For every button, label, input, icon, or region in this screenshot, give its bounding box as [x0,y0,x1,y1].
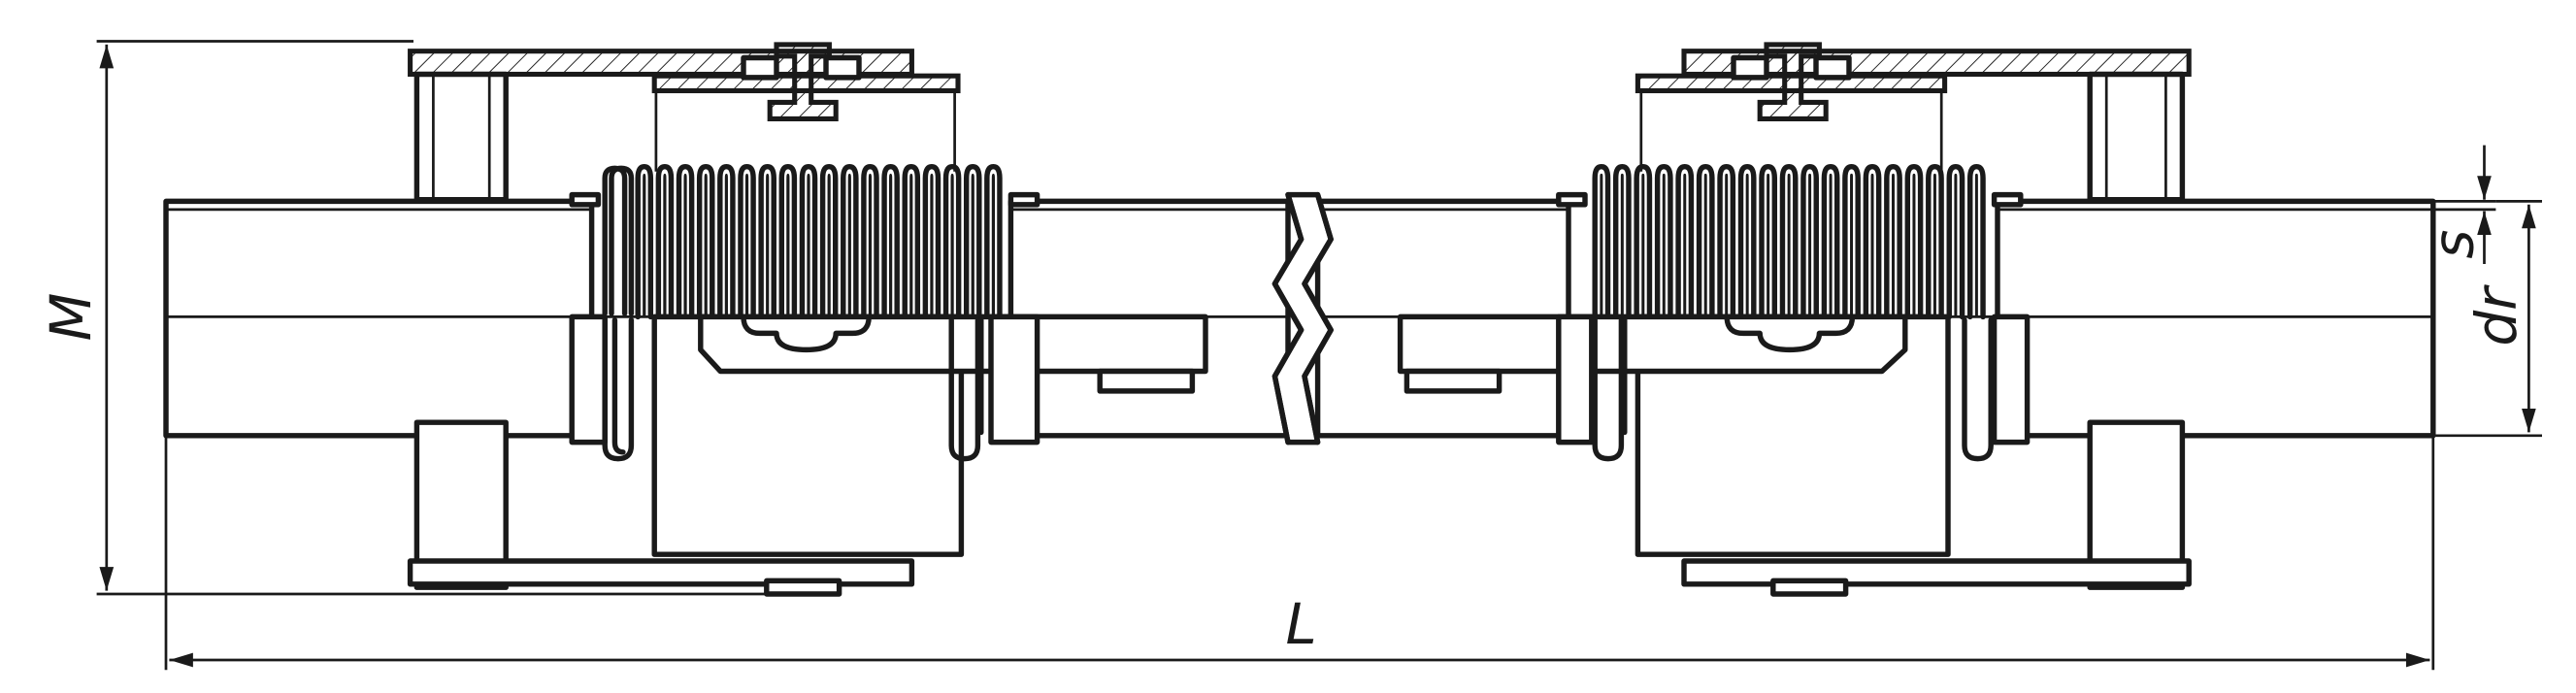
bellows-convolution [1863,163,1882,320]
left-pipe [163,198,595,439]
bellows-convolution [922,163,941,320]
bellows-convolution [984,163,1003,320]
bellows-convolution [717,163,736,320]
bellows-convolution [881,163,900,320]
right-bellows-convolutions [1592,163,1986,320]
bellows-convolution [1842,163,1861,320]
bellows-convolution [799,163,818,320]
right-pipe [1995,198,2436,439]
bellows-convolution [1634,163,1653,320]
bellows-convolution [1654,163,1673,320]
left-t-bolt [767,42,839,121]
right-support-column [2087,71,2186,203]
bellows-convolution [902,163,921,320]
bellows-convolution [841,163,859,320]
bellows-convolution [942,163,962,320]
bellows-convolution [1696,163,1715,320]
bellows-convolution [1926,163,1944,320]
bellows-convolution [1904,163,1924,320]
dimension-label-s: s [2421,230,2487,259]
bellows-convolution [1800,163,1819,320]
dimension-l: L [164,437,2435,671]
left-bellows [602,165,635,316]
dimension-s: s [2421,145,2496,264]
bellows-convolution [1612,163,1632,320]
bellows-convolution [758,163,776,320]
dimension-label-dr: dr [2463,284,2529,346]
bellows-convolution [819,163,839,320]
bellows-convolution [1759,163,1778,320]
bellows-convolution [1592,163,1611,320]
right-t-bolt [1757,42,1829,121]
bellows-convolution [1884,163,1902,320]
pipe-body [163,191,2436,446]
bellows-convolution [778,163,798,320]
bellows-convolution [1737,163,1757,320]
left-support-column [413,71,509,203]
bellows-convolution [1946,163,1965,320]
bellows-convolution [635,163,654,320]
bellows-convolution [1779,163,1799,320]
dimension-label-m: M [38,292,104,341]
bellows-convolution [738,163,756,320]
bellows-convolution [696,163,715,320]
dimension-m: M [38,40,776,596]
bellows-convolution [861,163,879,320]
bellows-convolution [1675,163,1695,320]
right-assembly [1397,42,2192,597]
bellows-convolution [655,163,675,320]
left-assembly [407,42,1208,597]
bellows-convolution [1821,163,1840,320]
bellows-convolution [963,163,982,320]
bellows-convolution [1717,163,1736,320]
dimension-dr: dr [2432,200,2542,438]
bellows-convolution [676,163,695,320]
left-bellows-convolutions [635,163,1003,320]
bellows-convolution [1967,163,1986,320]
dimension-label-l: L [1285,591,1316,657]
